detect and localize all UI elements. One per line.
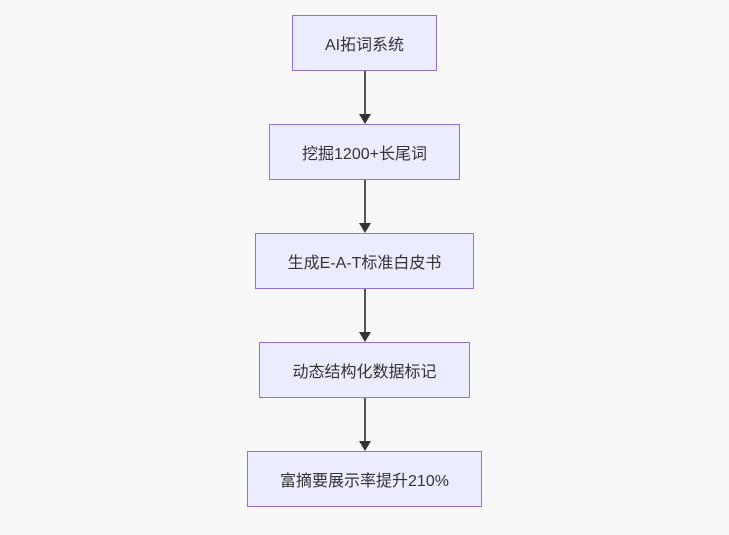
flow-arrow-2 (358, 180, 371, 233)
arrow-line (363, 71, 366, 114)
arrow-head-icon (358, 223, 371, 233)
arrow-head-icon (358, 114, 371, 124)
flowchart-node-mine-longtail-keywords: 挖掘1200+长尾词 (269, 124, 460, 180)
arrow-head-icon (358, 332, 371, 342)
arrow-head-icon (358, 441, 371, 451)
flow-arrow-4 (358, 398, 371, 451)
flowchart-node-rich-snippet-rate-increase: 富摘要展示率提升210% (247, 451, 482, 507)
arrow-line (363, 289, 366, 332)
flow-arrow-3 (358, 289, 371, 342)
flowchart-node-dynamic-structured-data-markup: 动态结构化数据标记 (259, 342, 470, 398)
flowchart-node-ai-word-expansion-system: AI拓词系统 (291, 15, 438, 71)
arrow-line (363, 180, 366, 223)
flowchart-node-generate-eat-whitepaper: 生成E-A-T标准白皮书 (254, 233, 475, 289)
arrow-line (363, 398, 366, 441)
flow-arrow-1 (358, 71, 371, 124)
